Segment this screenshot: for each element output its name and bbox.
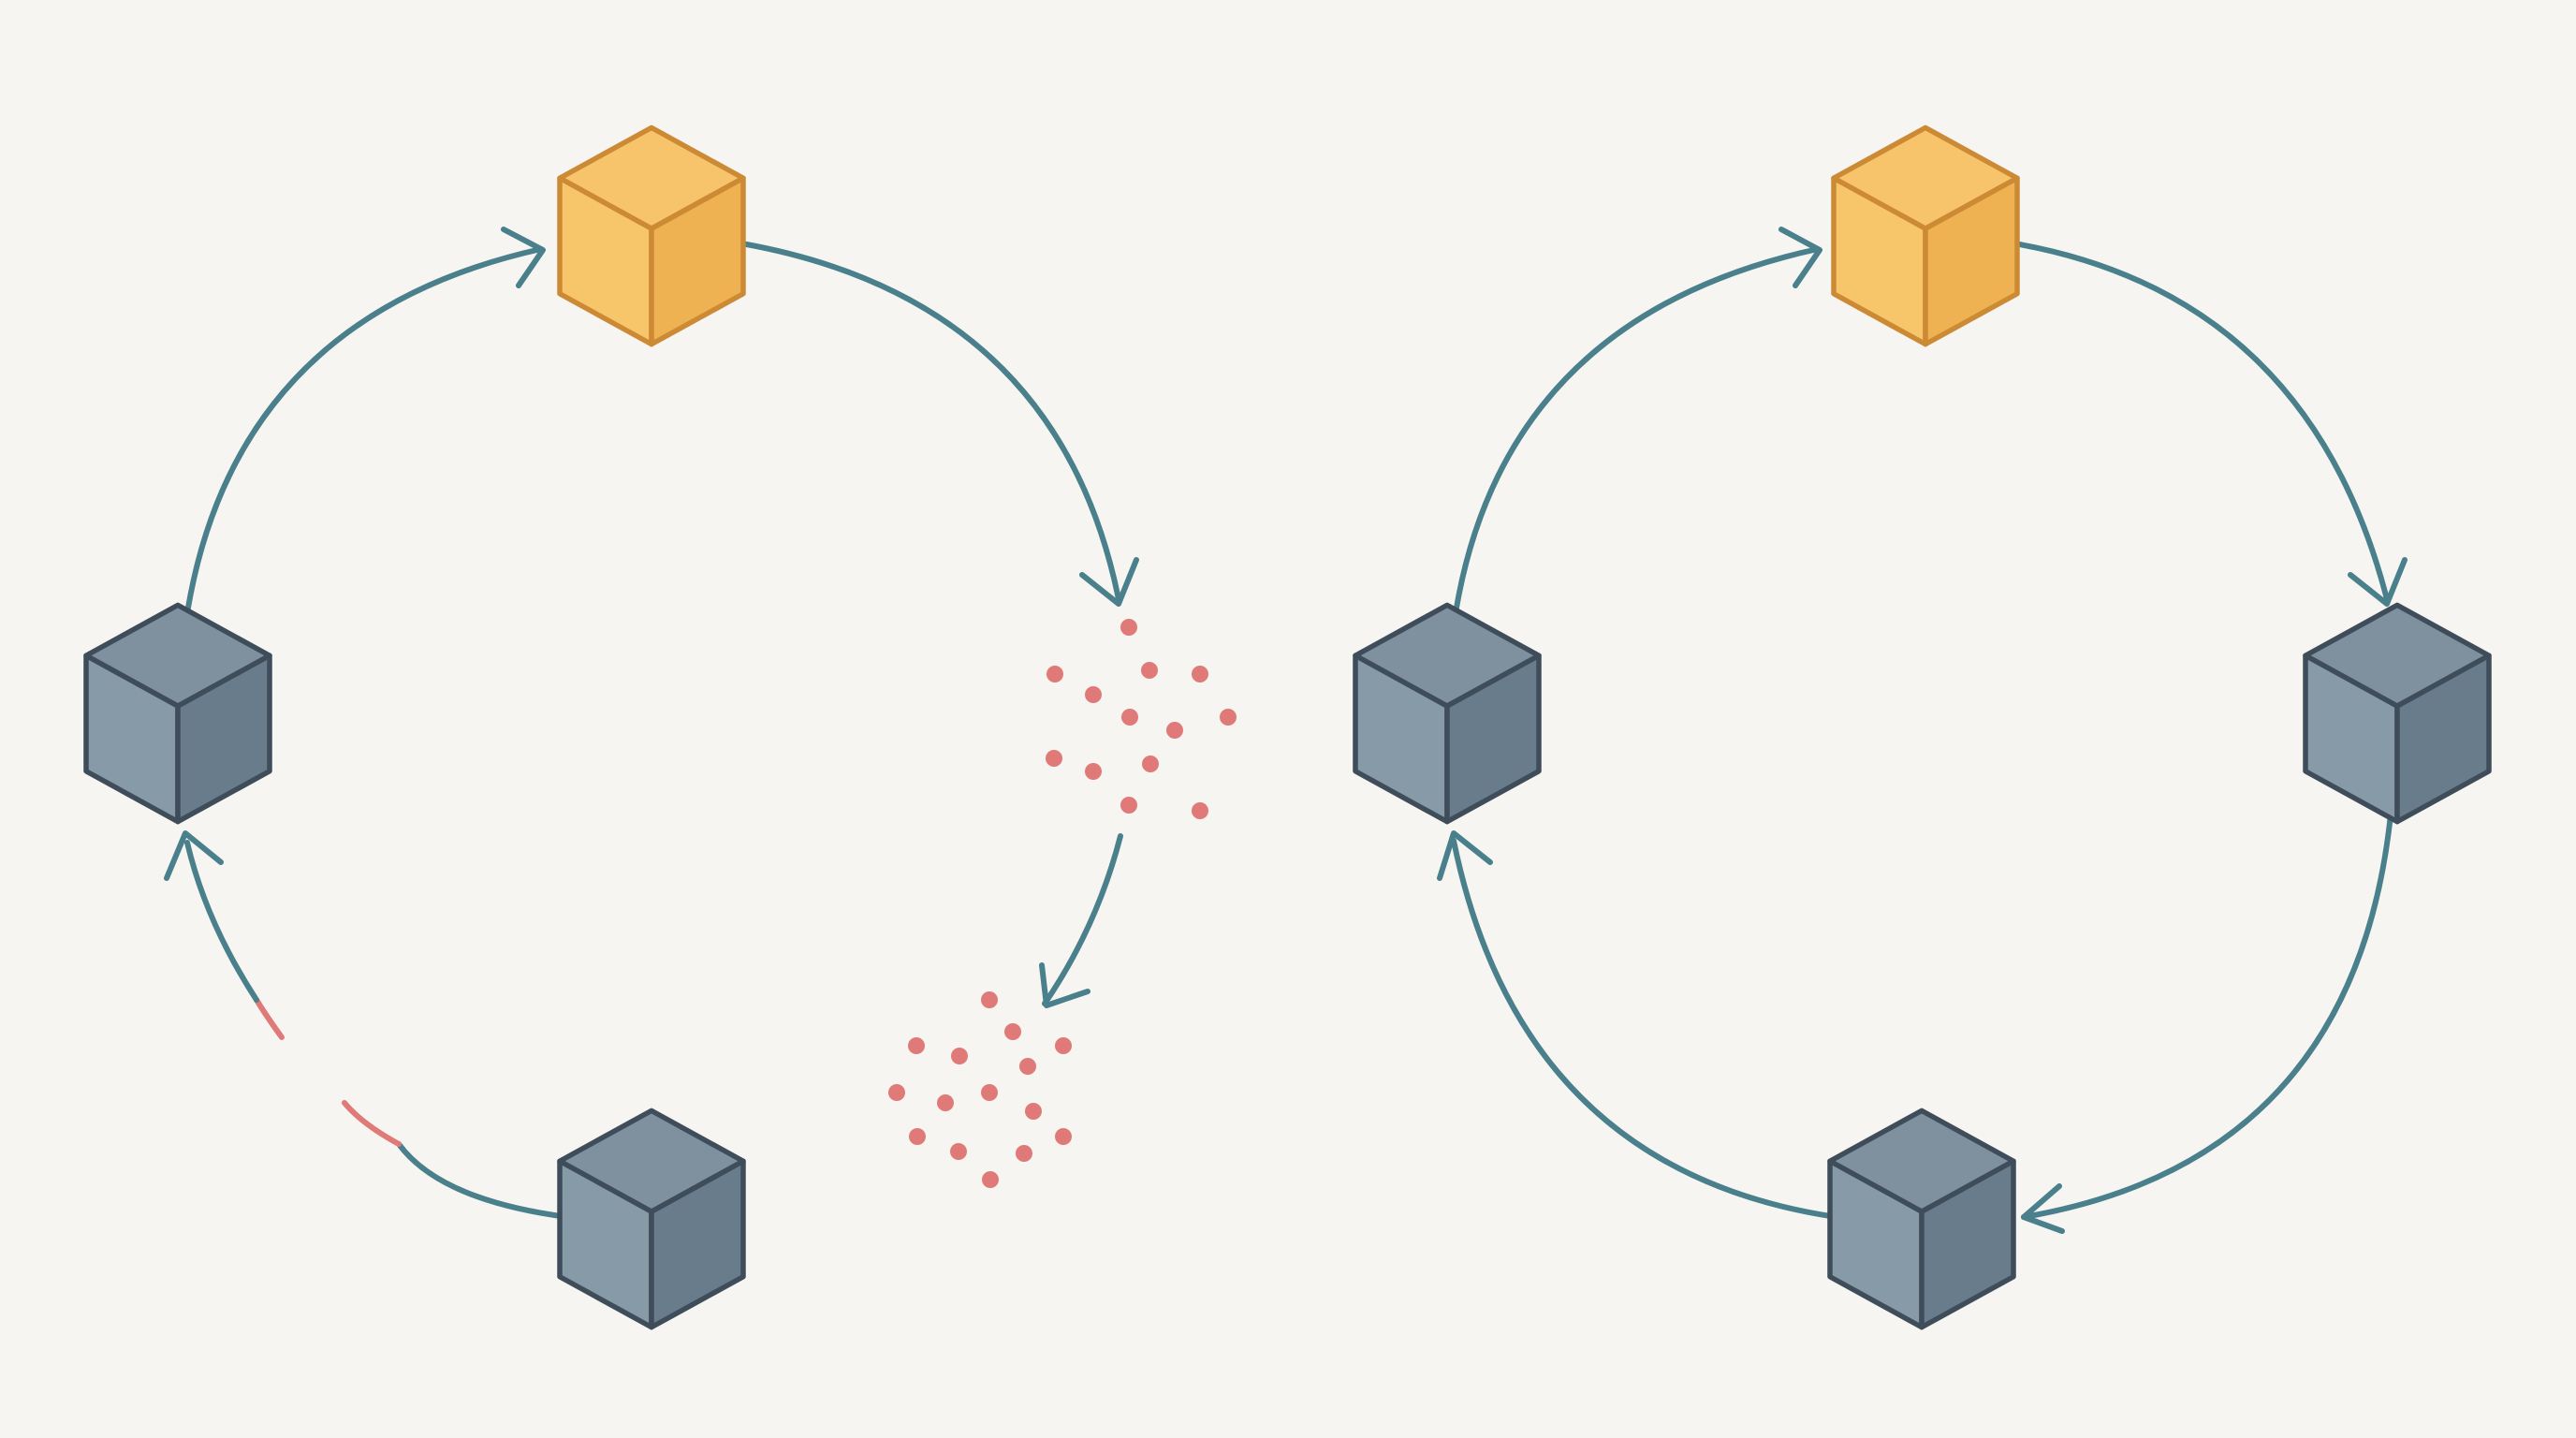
broken-cycle-diagram: [83, 125, 1237, 1330]
cube-right-face: [1444, 653, 1542, 825]
link-line: [183, 246, 544, 628]
particle-dot: [908, 1037, 925, 1054]
particle-dot: [1166, 722, 1183, 739]
particle-dot: [1085, 763, 1102, 780]
broken-link-segment: [254, 997, 285, 1040]
complete-cycle-diagram: [1353, 125, 2492, 1330]
particle-dot: [1055, 1128, 1072, 1145]
particle-dot: [1085, 686, 1102, 703]
particle-dot: [1121, 709, 1138, 726]
block-bottom: [1827, 1108, 2016, 1330]
particle-dot: [981, 991, 998, 1008]
particle-dot: [1004, 1023, 1021, 1040]
particle-dot: [1046, 666, 1063, 682]
link-line: [1042, 833, 1123, 1006]
particle-dot: [1141, 662, 1158, 679]
arrowhead-icon: [2021, 1183, 2065, 1234]
particle-dot: [1120, 797, 1137, 814]
edge-left-top: [1451, 227, 1822, 628]
cube-right-face: [649, 175, 746, 347]
particle-dot: [1220, 709, 1237, 726]
cube-right-face: [1923, 175, 2020, 347]
arrowhead-icon: [1437, 830, 1493, 881]
particle-dot: [937, 1094, 954, 1111]
edge-top-right: [2012, 241, 2408, 607]
particle-dot: [1192, 666, 1208, 682]
cube-right-face: [649, 1158, 746, 1330]
arrowhead-icon: [1039, 962, 1090, 1008]
particle-dot: [909, 1128, 926, 1145]
cube-right-face: [175, 653, 272, 825]
edge-top-right: [739, 241, 1139, 607]
particle-dot: [1142, 756, 1159, 772]
link-line: [739, 241, 1121, 602]
edge-bottom-left: [164, 830, 570, 1220]
block-bottom: [557, 1108, 746, 1330]
arrowhead-icon: [1778, 227, 1822, 288]
highlighted-block-top: [557, 125, 746, 347]
arrowhead-icon: [1079, 557, 1139, 607]
particle-dot: [1055, 1037, 1072, 1054]
particle-dot: [1019, 1058, 1036, 1075]
particle-dot: [950, 1143, 967, 1160]
link-line: [1451, 838, 1839, 1220]
link-line: [1451, 246, 1821, 628]
particle-dot: [1016, 1145, 1032, 1162]
highlighted-block-top: [1831, 125, 2020, 347]
block-right: [2303, 602, 2492, 825]
particle-dot: [1046, 750, 1062, 767]
particle-dot: [951, 1048, 968, 1064]
cube-right-face: [1919, 1158, 2016, 1330]
cube-right-face: [2394, 653, 2492, 825]
edge-right-bottom: [2021, 812, 2393, 1234]
particle-dot: [981, 1084, 998, 1101]
link-line: [2012, 241, 2390, 602]
particle-dot: [1192, 802, 1208, 819]
block-left: [1353, 602, 1542, 825]
arrowhead-icon: [501, 227, 546, 288]
dissolved-block-right: [888, 619, 1237, 1188]
link-segment: [396, 1141, 570, 1220]
edge-right-bottom: [1039, 833, 1123, 1008]
link-segment: [184, 840, 259, 1003]
block-left: [83, 602, 272, 825]
link-line: [2021, 812, 2393, 1220]
particle-dot: [1025, 1103, 1042, 1120]
edge-left-top: [183, 227, 546, 628]
arrowhead-icon: [2348, 557, 2408, 607]
particle-dot: [1120, 619, 1137, 636]
broken-link-segment: [342, 1100, 402, 1147]
particle-dot: [888, 1084, 905, 1101]
arrowhead-icon: [164, 830, 224, 881]
particle-dot: [982, 1171, 999, 1188]
edge-bottom-left: [1437, 830, 1839, 1220]
